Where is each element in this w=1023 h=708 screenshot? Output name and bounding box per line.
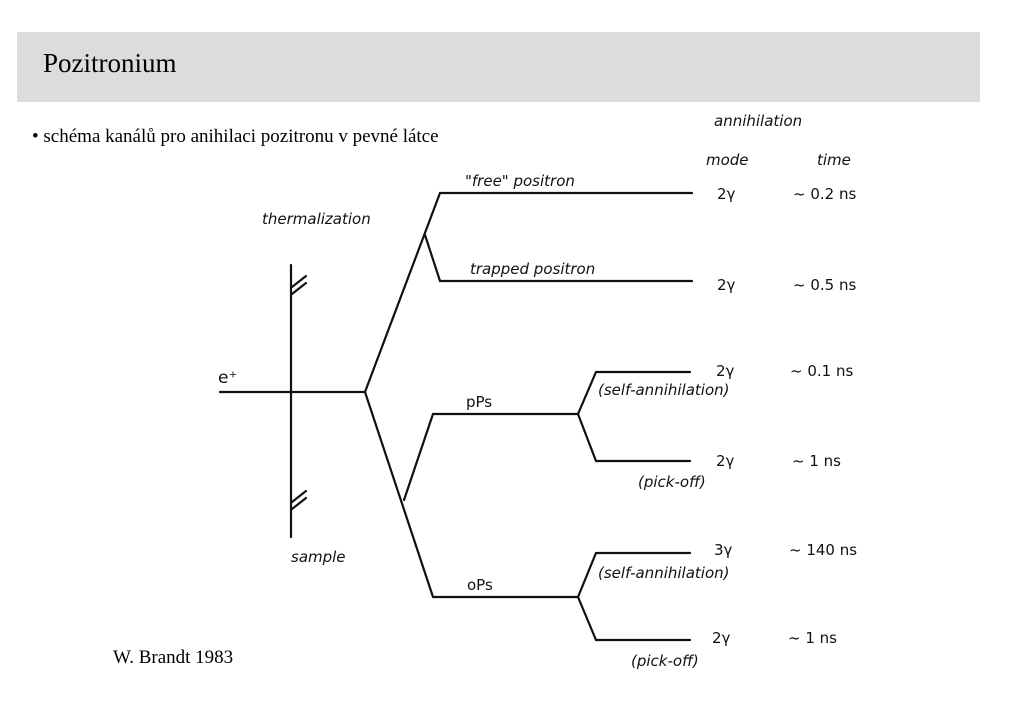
time-label: ~ 0.2 ns bbox=[793, 185, 856, 203]
mode-label: 2γ bbox=[712, 629, 731, 647]
tick-mark bbox=[290, 281, 308, 296]
tick-mark bbox=[290, 496, 308, 511]
time-label: ~ 140 ns bbox=[789, 541, 857, 559]
pps-self-line bbox=[576, 370, 692, 416]
time-label: ~ 1 ns bbox=[788, 629, 837, 647]
mode-label: 2γ bbox=[716, 362, 735, 380]
pps-branch bbox=[402, 412, 580, 502]
tick-mark bbox=[290, 489, 308, 504]
label-sample: sample bbox=[291, 548, 346, 566]
lower-branch bbox=[363, 390, 435, 599]
ops-pickoff-line bbox=[576, 595, 692, 642]
header-time: time bbox=[817, 151, 851, 169]
header-annihilation: annihilation bbox=[714, 112, 802, 130]
note-label: (pick-off) bbox=[631, 652, 699, 670]
label-free-positron: "free" positron bbox=[465, 172, 575, 190]
label-pps: pPs bbox=[466, 393, 492, 411]
mode-label: 2γ bbox=[717, 185, 736, 203]
label-eplus: e⁺ bbox=[218, 368, 237, 388]
time-label: ~ 1 ns bbox=[792, 452, 841, 470]
label-ops: oPs bbox=[467, 576, 493, 594]
ops-self-line bbox=[576, 551, 692, 599]
trapped-branch bbox=[423, 233, 694, 283]
mode-label: 2γ bbox=[716, 452, 735, 470]
pps-pickoff-line bbox=[576, 412, 692, 463]
time-label: ~ 0.5 ns bbox=[793, 276, 856, 294]
tick-mark bbox=[290, 274, 308, 289]
label-thermalization: thermalization bbox=[262, 210, 371, 228]
upper-branch bbox=[363, 191, 442, 394]
mode-label: 2γ bbox=[717, 276, 736, 294]
note-label: (self-annihilation) bbox=[598, 381, 729, 399]
credit-text: W. Brandt 1983 bbox=[113, 647, 234, 668]
label-trapped-positron: trapped positron bbox=[470, 260, 595, 278]
header-mode: mode bbox=[706, 151, 749, 169]
bullet-text: • schéma kanálů pro anihilaci pozitronu … bbox=[32, 126, 439, 147]
slide-title: Pozitronium bbox=[43, 48, 177, 78]
title-bar: Pozitronium bbox=[17, 32, 980, 102]
note-label: (self-annihilation) bbox=[598, 564, 729, 582]
time-label: ~ 0.1 ns bbox=[790, 362, 853, 380]
mode-label: 3γ bbox=[714, 541, 733, 559]
note-label: (pick-off) bbox=[638, 473, 706, 491]
